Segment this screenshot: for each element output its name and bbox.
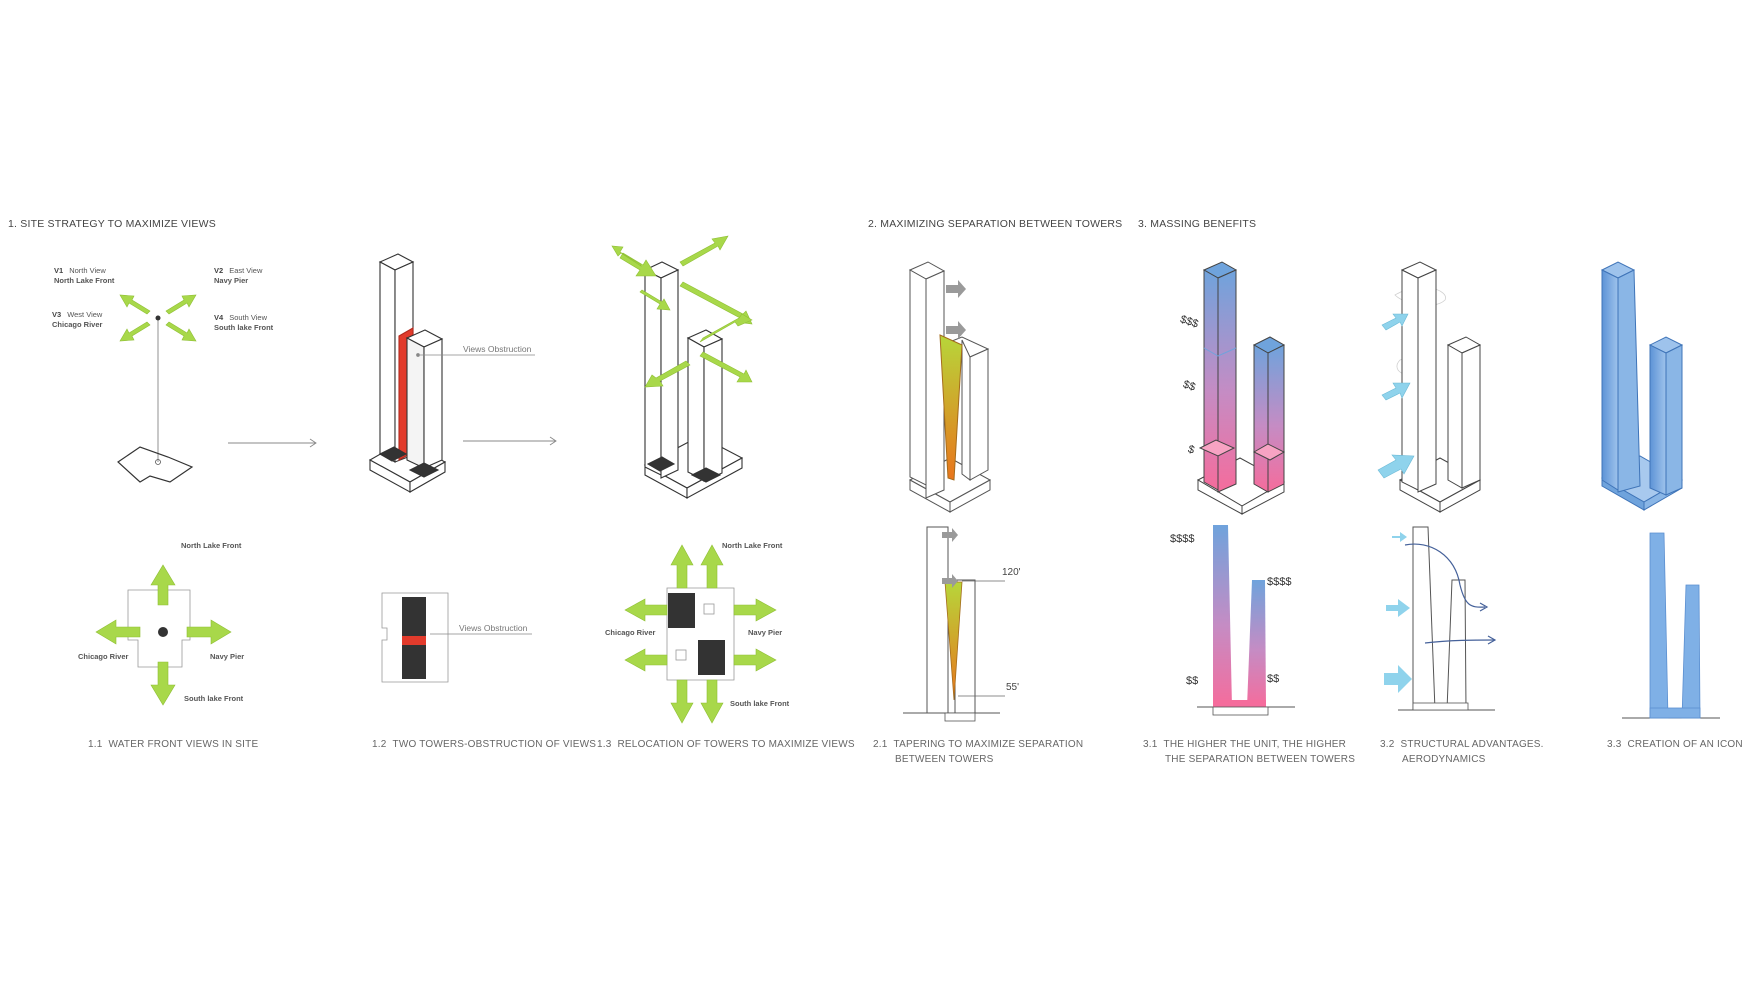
diagram-1-3-iso bbox=[643, 261, 744, 499]
money-label-elev-tall-base: $$ bbox=[1186, 675, 1199, 687]
diagram-2-1-elevation bbox=[903, 526, 1005, 722]
views-obstruction-plan-label: Views Obstruction bbox=[459, 623, 528, 633]
diagram-1-1-iso bbox=[117, 294, 197, 483]
diagram-1-2-plan bbox=[381, 592, 532, 683]
plan-1-1-north-label: North Lake Front bbox=[181, 541, 242, 550]
angle-label-top: 120' bbox=[1002, 567, 1021, 578]
obstruction-leader-line bbox=[416, 353, 535, 357]
diagram-3-2-elevation bbox=[1384, 526, 1497, 711]
angle-label-bottom: 55' bbox=[1006, 682, 1020, 693]
plan-1-3-east-label: Navy Pier bbox=[748, 628, 783, 637]
view-arrow-icon bbox=[119, 294, 197, 342]
view-arrow-icon bbox=[611, 235, 753, 388]
diagram-3-3-elevation bbox=[1622, 532, 1720, 719]
diagram-3-1-iso bbox=[1196, 261, 1286, 515]
money-label-elev-tall-top: $$$$ bbox=[1170, 533, 1195, 545]
diagram-1-3-plan bbox=[624, 544, 777, 724]
money-label-elev-short-base: $$ bbox=[1267, 673, 1280, 685]
plan-1-3-south-label: South lake Front bbox=[730, 699, 790, 708]
plan-1-1-south-label: South lake Front bbox=[184, 694, 244, 703]
views-obstruction-label: Views Obstruction bbox=[463, 344, 532, 354]
plan-1-1-east-label: Navy Pier bbox=[210, 652, 245, 661]
diagram-1-2-iso bbox=[368, 253, 447, 493]
section-title-site-strategy: 1. SITE STRATEGY TO MAXIMIZE VIEWS bbox=[8, 218, 216, 230]
plan-1-3-west-label: Chicago River bbox=[605, 628, 656, 637]
diagram-3-1-elevation bbox=[1197, 525, 1295, 716]
view-arrow-icon bbox=[624, 544, 777, 724]
wind-arrow-icon bbox=[1377, 313, 1415, 479]
money-label-elev-short-top: $$$$ bbox=[1267, 576, 1292, 588]
plan-1-3-north-label: North Lake Front bbox=[722, 541, 783, 550]
section-title-separation: 2. MAXIMIZING SEPARATION BETWEEN TOWERS bbox=[868, 218, 1123, 230]
direction-arrow-icon bbox=[946, 280, 966, 339]
diagram-3-3-iso bbox=[1600, 261, 1684, 511]
plan-1-1-west-label: Chicago River bbox=[78, 652, 129, 661]
wind-arrow-icon bbox=[1384, 532, 1412, 693]
section-title-massing: 3. MASSING BENEFITS bbox=[1138, 218, 1257, 230]
diagram-1-1-plan bbox=[95, 564, 232, 706]
process-arrow-icon bbox=[228, 436, 557, 448]
diagram-3-2-iso bbox=[1377, 261, 1482, 513]
diagram-2-1-iso bbox=[908, 261, 992, 513]
view-arrow-icon bbox=[95, 564, 232, 706]
